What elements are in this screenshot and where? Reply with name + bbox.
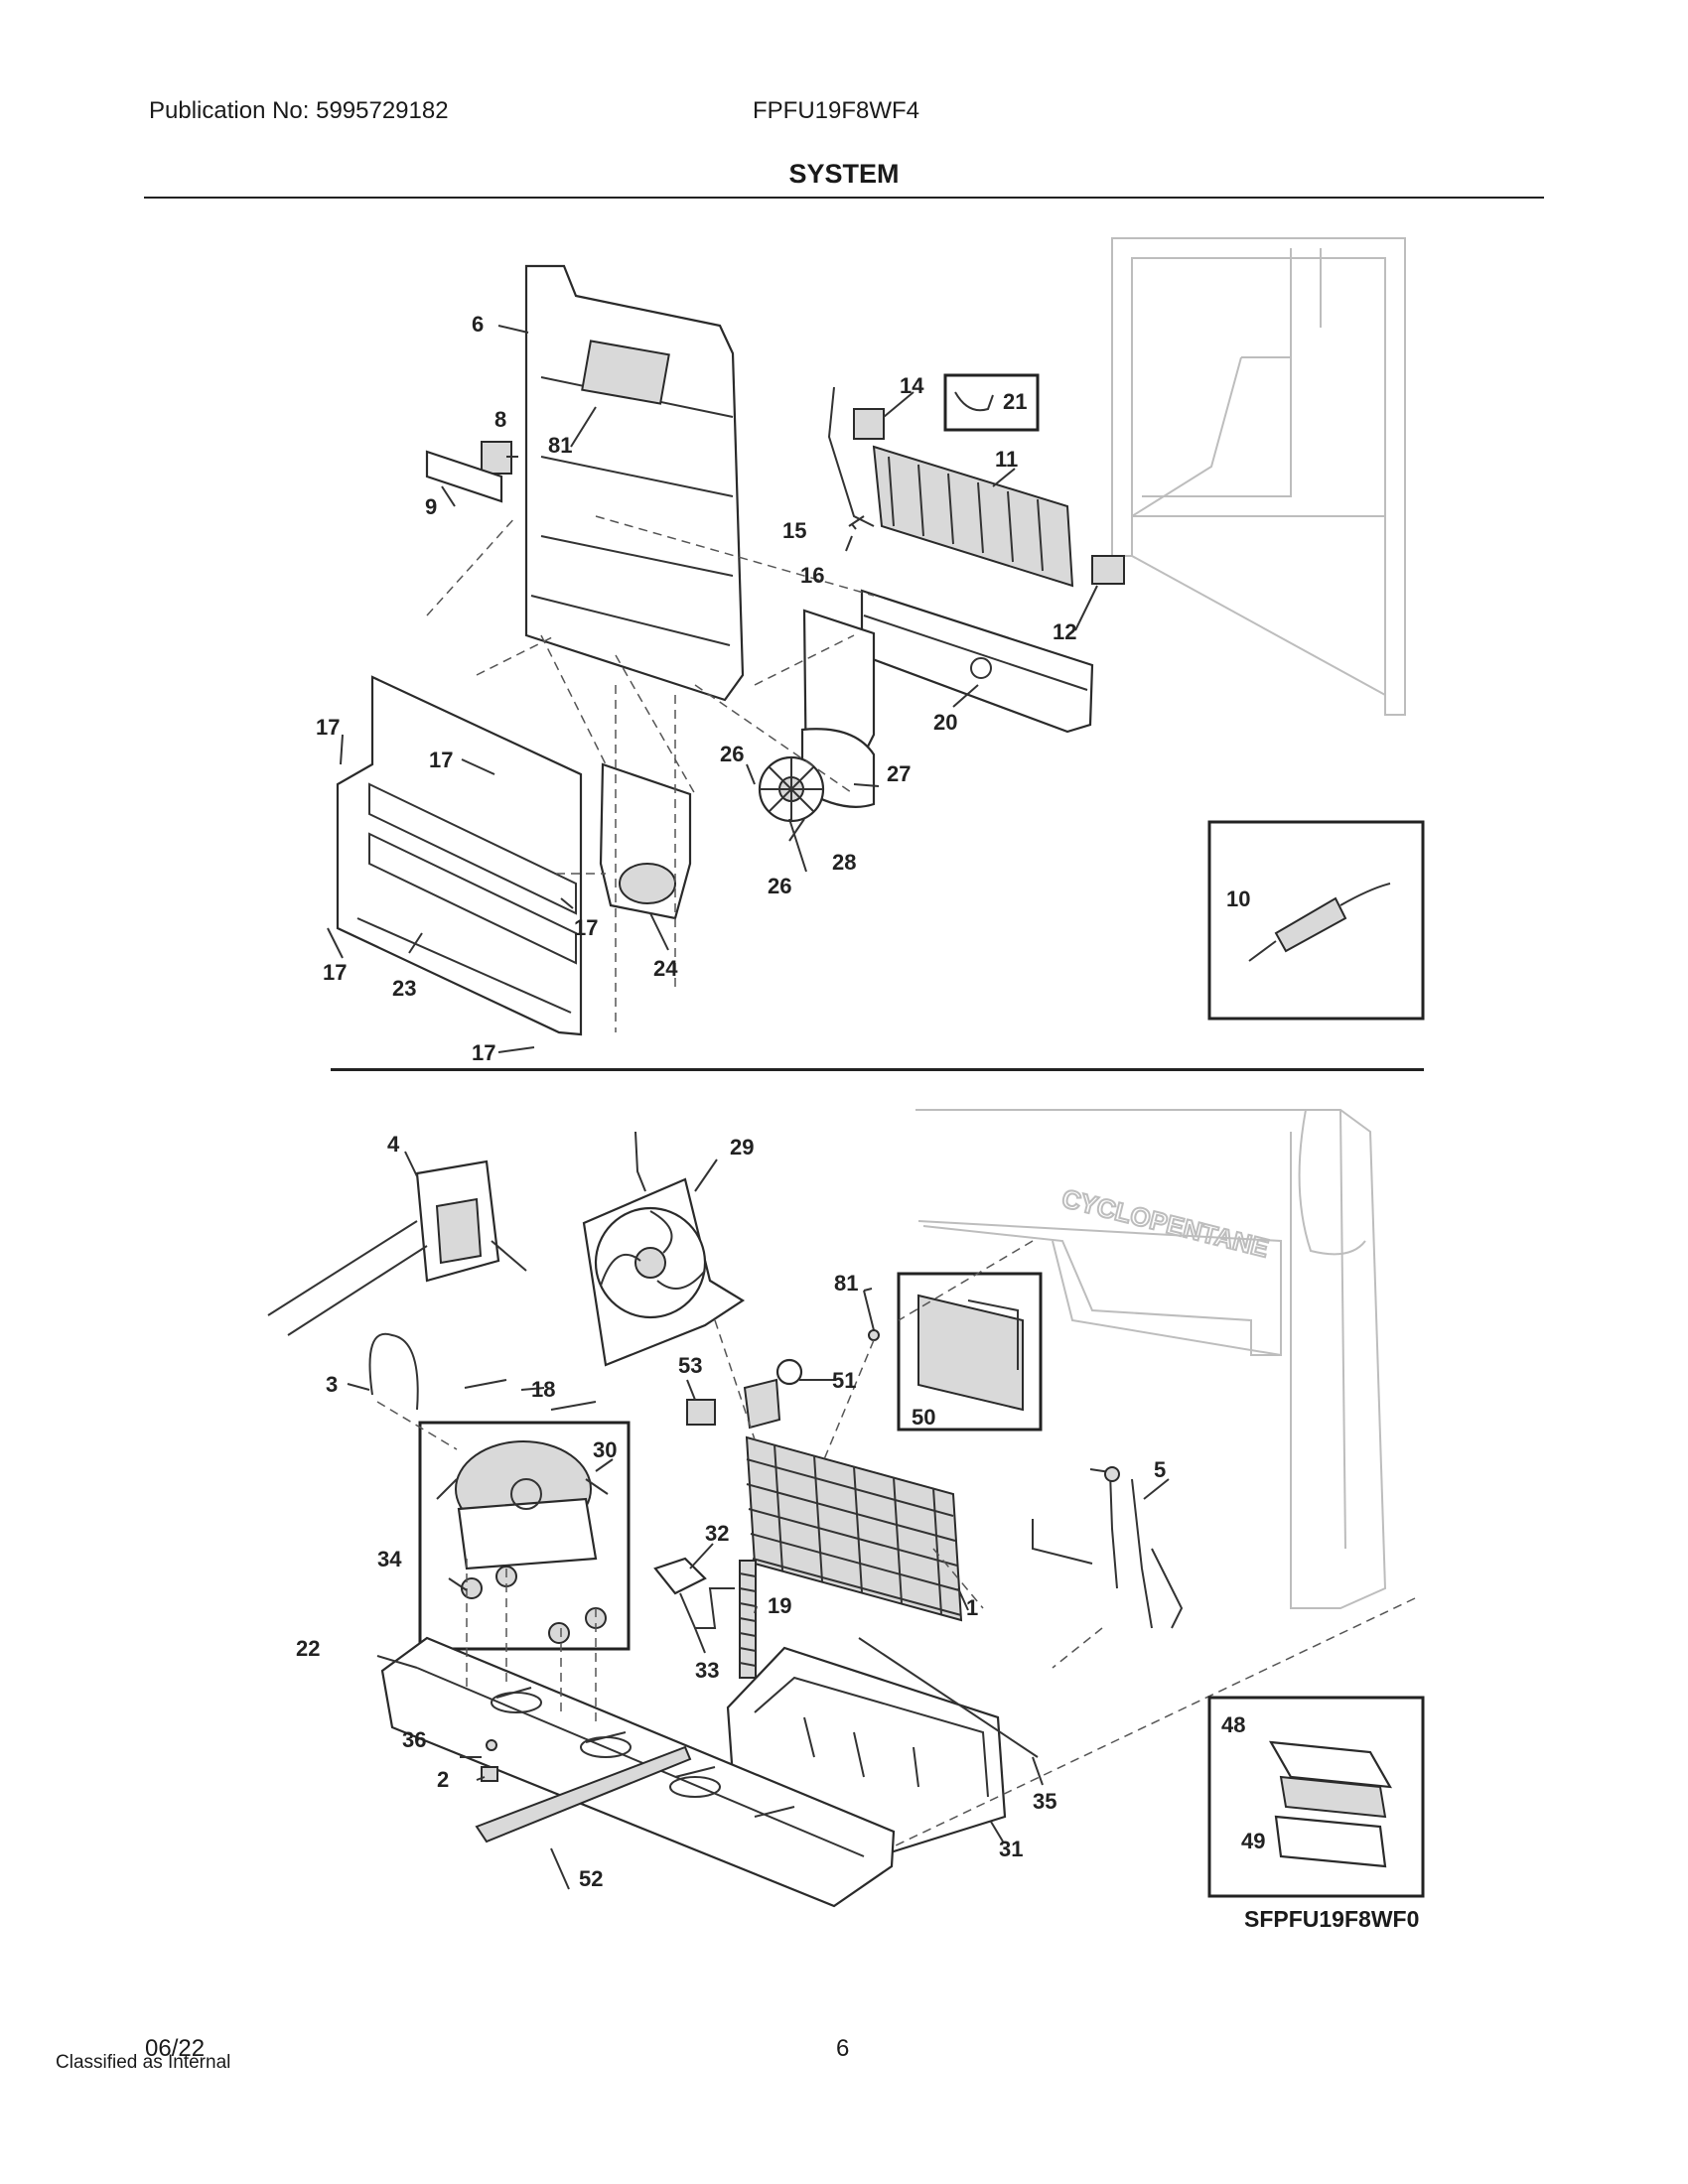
callout-11: 11: [995, 447, 1018, 472]
diagram-reference-code: SFPFU19F8WF0: [1244, 1906, 1420, 1932]
part-51-water-valve: [743, 1358, 803, 1430]
callout-34: 34: [377, 1547, 402, 1571]
callout-18: 18: [531, 1377, 555, 1402]
part-29-condenser-fan: [582, 1131, 746, 1367]
part-12-connector: [1091, 555, 1125, 585]
section-divider: [331, 1068, 1424, 1071]
callout-6: 6: [472, 312, 484, 337]
callout-17-d: 17: [323, 960, 347, 985]
part-48-49-ice-tray-assembly: [1207, 1696, 1425, 1898]
callout-53: 53: [678, 1353, 702, 1378]
part-50-control-board: [897, 1272, 1043, 1432]
callout-36: 36: [402, 1727, 426, 1752]
footer-classification: Classified as Internal: [56, 2052, 231, 2073]
part-24-air-duct: [599, 762, 692, 920]
callout-3: 3: [326, 1372, 338, 1397]
callout-17-e: 17: [472, 1040, 495, 1065]
cyclopentane-label: CYCLOPENTANE: [1059, 1183, 1272, 1264]
footer-date: 06/22: [145, 2035, 206, 2062]
callout-15: 15: [782, 518, 806, 543]
part-30-compressor: [418, 1421, 631, 1651]
part-10-sensor: [1207, 820, 1425, 1021]
callout-17-a: 17: [316, 715, 340, 740]
part-14-thermostat: [853, 408, 885, 440]
callout-48: 48: [1221, 1712, 1245, 1737]
callout-50: 50: [912, 1405, 935, 1430]
callout-26-a: 26: [720, 742, 744, 766]
callout-28: 28: [832, 850, 856, 875]
callout-22: 22: [296, 1636, 320, 1661]
callout-17-c: 17: [574, 915, 598, 940]
part-4-electrical-box: [267, 1160, 527, 1336]
callout-16: 16: [800, 563, 824, 588]
callout-21: 21: [1003, 389, 1027, 414]
callout-1: 1: [966, 1595, 978, 1620]
part-35-rod: [858, 1637, 1039, 1758]
section-title: SYSTEM: [788, 159, 900, 189]
part-5-wire-harness: [1032, 1466, 1184, 1629]
callout-51: 51: [832, 1368, 856, 1393]
part-21-wire-harness: [943, 373, 1040, 432]
part-32-bracket: [653, 1557, 707, 1595]
model-number: FPFU19F8WF4: [753, 97, 920, 124]
part-2-clip: [481, 1766, 498, 1782]
callout-30: 30: [593, 1437, 617, 1462]
callout-35: 35: [1033, 1789, 1056, 1814]
part-53-bracket: [686, 1399, 716, 1426]
callout-24: 24: [653, 956, 678, 981]
callout-14: 14: [900, 373, 924, 398]
part-9-vent-cover: [425, 450, 503, 503]
part-23-freezer-back-panel: [336, 675, 583, 1036]
part-6-evaporator-cover: [524, 264, 745, 702]
callout-4: 4: [387, 1132, 400, 1157]
callout-27: 27: [887, 761, 911, 786]
part-36-screw: [486, 1739, 497, 1751]
part-1-condenser-coil: [745, 1435, 963, 1622]
callout-23: 23: [392, 976, 416, 1001]
callout-19: 19: [768, 1593, 791, 1618]
callout-32: 32: [705, 1521, 729, 1546]
part-52-base-rail: [475, 1745, 692, 1843]
callout-8: 8: [494, 407, 506, 432]
part-3-process-tube: [368, 1332, 419, 1411]
callout-31: 31: [999, 1837, 1023, 1861]
callout-12: 12: [1053, 619, 1076, 644]
part-20-drain-trough: [860, 589, 1094, 734]
cabinet-liner-upper-ghost: [1111, 237, 1406, 716]
callout-20: 20: [933, 710, 957, 735]
footer-page-number: 6: [836, 2035, 850, 2062]
callout-81-b: 81: [834, 1271, 858, 1296]
cabinet-liner-lower-ghost: [915, 1109, 1387, 1609]
part-33-brace: [679, 1587, 735, 1629]
callout-52: 52: [579, 1866, 603, 1891]
callout-49: 49: [1241, 1829, 1265, 1853]
callout-26-b: 26: [768, 874, 791, 898]
part-11-evaporator: [827, 386, 1074, 588]
part-18-mounting-strap: [464, 1379, 597, 1411]
header-rule: [144, 197, 1544, 199]
part-34-grommet: [461, 1566, 607, 1644]
callout-9: 9: [425, 494, 437, 519]
callout-81: 81: [548, 433, 572, 458]
callout-10: 10: [1226, 887, 1250, 911]
callout-5: 5: [1154, 1457, 1166, 1482]
part-16-clip: [848, 515, 865, 527]
callout-2: 2: [437, 1767, 449, 1792]
part-19-drain-hose: [739, 1560, 757, 1679]
publication-number: Publication No: 5995729182: [149, 97, 449, 124]
callout-29: 29: [730, 1135, 754, 1160]
callout-33: 33: [695, 1658, 719, 1683]
part-81-screw: [863, 1290, 880, 1341]
callout-17-b: 17: [429, 748, 453, 772]
part-28-fan-motor: [758, 755, 825, 823]
